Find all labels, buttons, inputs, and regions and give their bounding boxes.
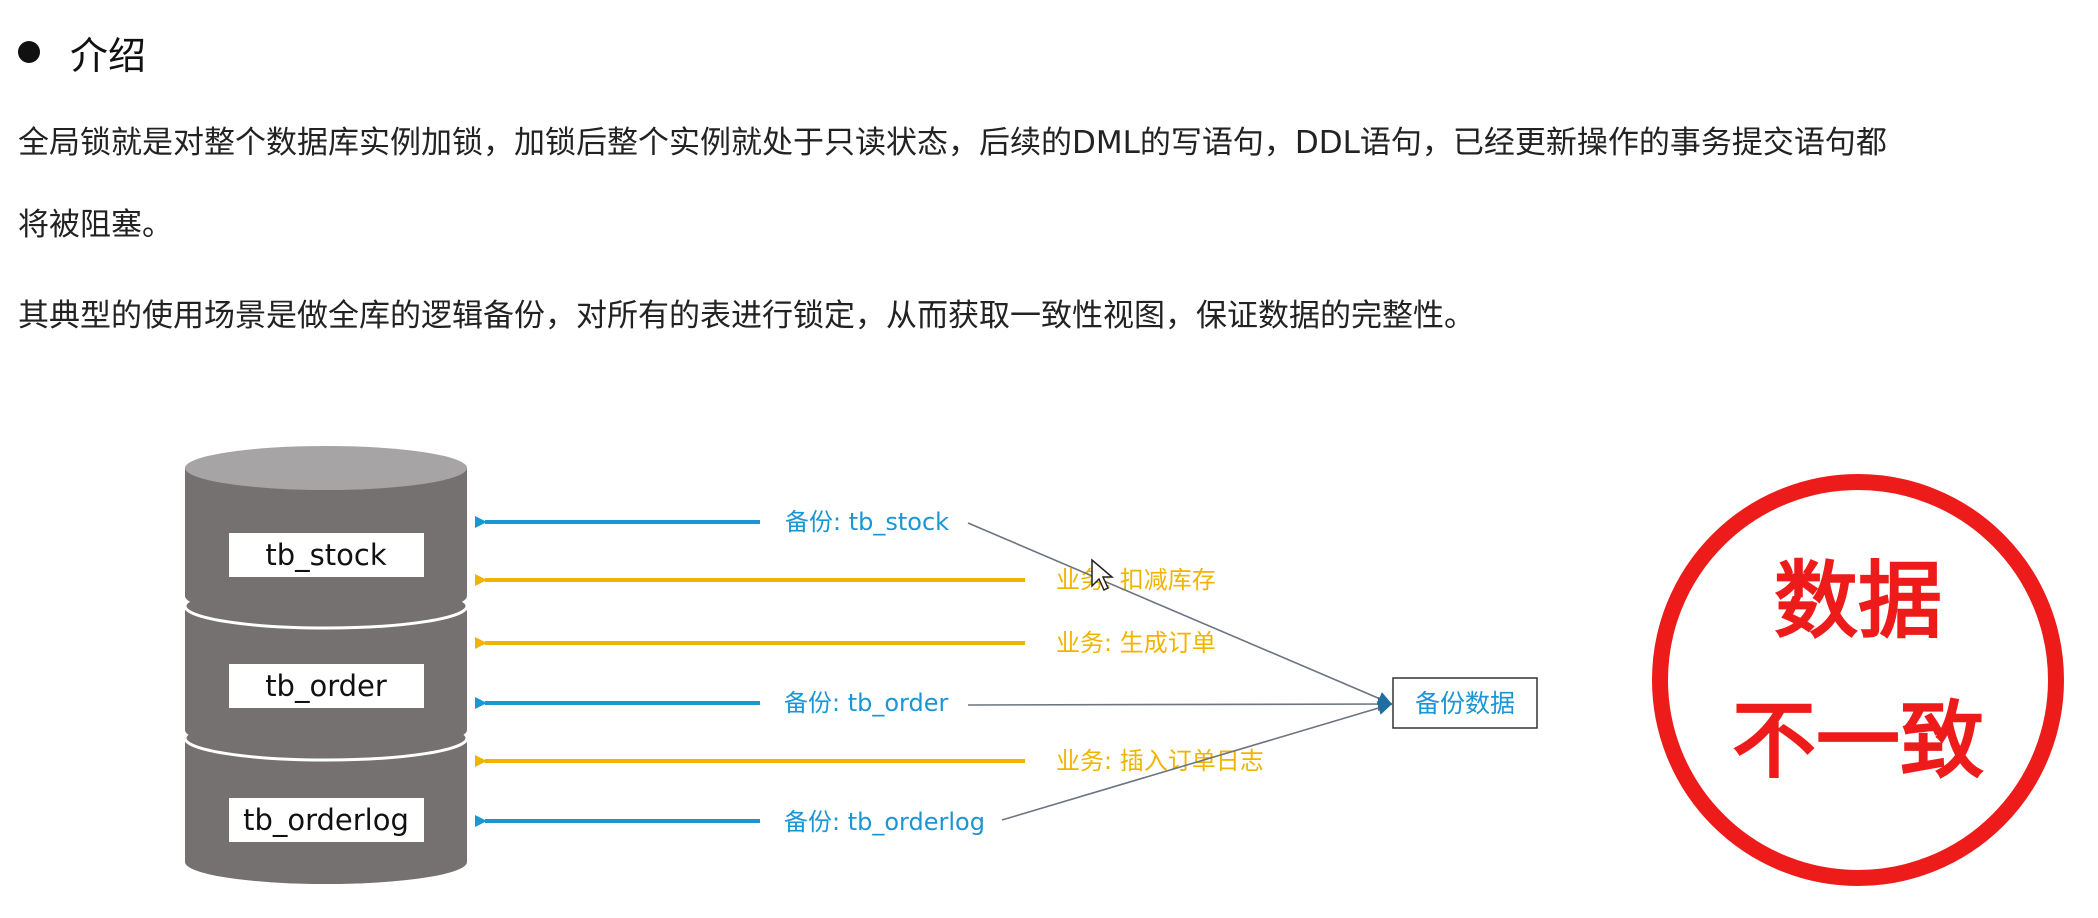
arrow-business-create-order: 业务: 生成订单 xyxy=(475,629,1216,657)
svg-text:备份: tb_order: 备份: tb_order xyxy=(784,689,948,717)
svg-text:备份: tb_stock: 备份: tb_stock xyxy=(785,508,949,536)
backup-data-box: 备份数据 xyxy=(1392,677,1538,729)
arrow-business-insert-log: 业务: 插入订单日志 xyxy=(475,747,1264,775)
arrow-backup-orderlog: 备份: tb_orderlog xyxy=(475,808,985,836)
backup-connectors xyxy=(967,522,1393,821)
usage-paragraph: 其典型的使用场景是做全库的逻辑备份，对所有的表进行锁定，从而获取一致性视图，保证… xyxy=(18,298,1475,334)
svg-text:tb_stock: tb_stock xyxy=(265,538,386,572)
svg-text:不一致: 不一致 xyxy=(1732,692,1984,790)
section-heading-row: 介绍 xyxy=(18,22,146,82)
global-lock-diagram: tb_stock tb_order tb_orderlog 备份: tb_sto… xyxy=(183,446,2064,886)
bullet-icon xyxy=(18,41,40,63)
svg-text:tb_order: tb_order xyxy=(265,669,387,703)
db-segment-stock xyxy=(185,446,467,618)
mouse-cursor-icon xyxy=(1091,558,1115,592)
table-label-orderlog: tb_orderlog xyxy=(229,798,424,842)
intro-paragraph-line-1: 全局锁就是对整个数据库实例加锁，加锁后整个实例就处于只读状态，后续的DML的写语… xyxy=(18,125,1887,161)
section-heading: 介绍 xyxy=(70,33,147,78)
table-label-order: tb_order xyxy=(229,664,424,708)
arrow-backup-order: 备份: tb_order xyxy=(475,689,948,717)
svg-text:备份数据: 备份数据 xyxy=(1415,689,1515,718)
arrow-backup-stock: 备份: tb_stock xyxy=(475,508,949,536)
inconsistent-data-stamp: 数据 不一致 xyxy=(1652,474,2064,886)
intro-paragraph-line-2: 将被阻塞。 xyxy=(18,207,173,243)
arrow-business-deduct-stock: 业务: 扣减库存 xyxy=(475,566,1216,594)
svg-text:业务: 扣减库存: 业务: 扣减库存 xyxy=(1056,566,1216,594)
svg-text:tb_orderlog: tb_orderlog xyxy=(243,803,409,837)
svg-text:业务: 生成订单: 业务: 生成订单 xyxy=(1056,629,1216,657)
svg-text:数据: 数据 xyxy=(1774,552,1942,650)
table-label-stock: tb_stock xyxy=(229,533,424,577)
svg-text:备份: tb_orderlog: 备份: tb_orderlog xyxy=(784,808,985,836)
database-cylinder: tb_stock tb_order tb_orderlog xyxy=(183,446,469,884)
